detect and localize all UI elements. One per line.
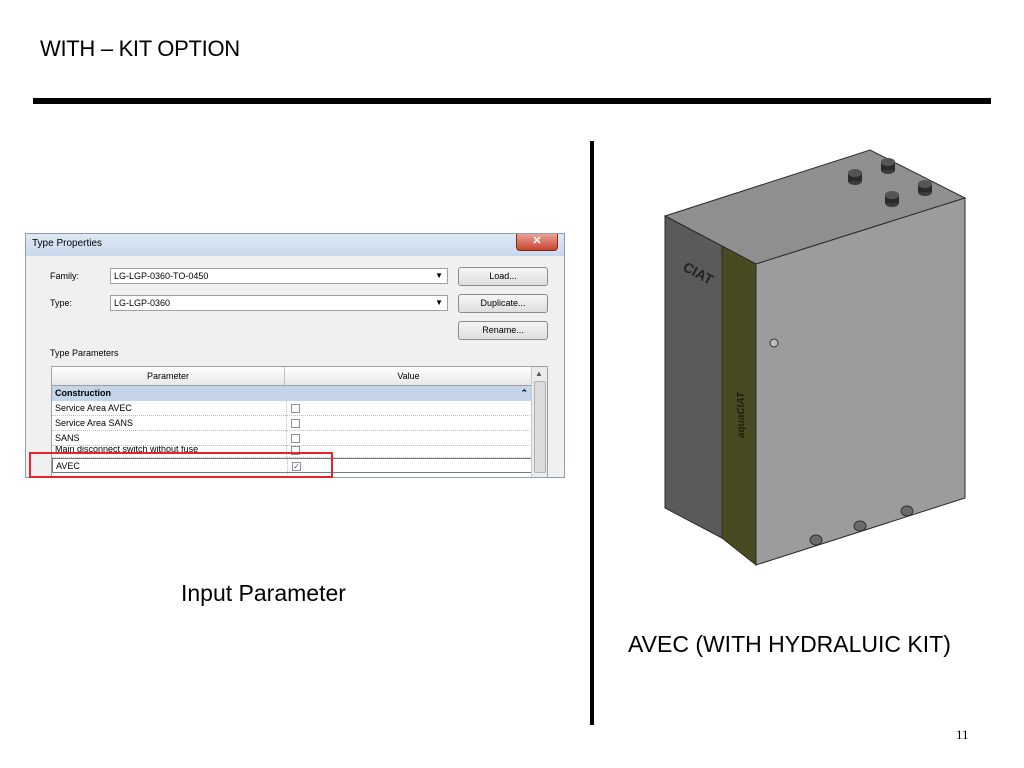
parameter-value: ✓ bbox=[287, 459, 534, 474]
column-header-value[interactable]: Value bbox=[397, 371, 420, 381]
family-value: LG-LGP-0360-TO-0450 bbox=[114, 271, 209, 281]
title-rule bbox=[33, 98, 991, 104]
checkbox[interactable] bbox=[291, 404, 300, 413]
avec-caption: AVEC (WITH HYDRALUIC KIT) bbox=[628, 631, 951, 657]
page-number: 11 bbox=[956, 727, 969, 742]
chevron-down-icon: ▼ bbox=[435, 271, 443, 280]
checkbox[interactable] bbox=[291, 419, 300, 428]
collapse-icon[interactable]: ⌃ bbox=[520, 388, 528, 398]
parameter-value bbox=[286, 446, 532, 457]
hydraulic-kit-cabinet-image: CIAT aquaCIAT bbox=[663, 149, 967, 567]
load-button[interactable]: Load... bbox=[458, 267, 548, 286]
input-parameter-caption: Input Parameter bbox=[181, 580, 346, 606]
table-row[interactable]: Service Area SANS bbox=[52, 416, 532, 431]
chevron-down-icon: ▼ bbox=[435, 298, 443, 307]
parameter-name: SANS bbox=[55, 433, 80, 443]
type-select[interactable]: LG-LGP-0360 ▼ bbox=[110, 295, 448, 311]
family-label: Family: bbox=[50, 271, 79, 281]
close-icon[interactable]: ✕ bbox=[516, 234, 558, 251]
checkbox[interactable] bbox=[291, 446, 300, 455]
grid-header: Parameter Value bbox=[52, 367, 532, 386]
parameter-value bbox=[286, 416, 533, 431]
scroll-up-icon[interactable]: ▲ bbox=[535, 369, 543, 378]
group-construction[interactable]: Construction ⌃ bbox=[52, 386, 532, 401]
parameter-value bbox=[286, 431, 533, 446]
table-row[interactable]: AVEC ✓ bbox=[52, 458, 534, 474]
top-connectors bbox=[848, 158, 932, 207]
grid-scrollbar[interactable]: ▲ bbox=[531, 367, 547, 477]
scroll-thumb[interactable] bbox=[534, 381, 546, 473]
parameter-name: AVEC bbox=[56, 461, 80, 471]
duplicate-button[interactable]: Duplicate... bbox=[458, 294, 548, 313]
type-value: LG-LGP-0360 bbox=[114, 298, 171, 308]
table-row[interactable]: SANS bbox=[52, 431, 532, 446]
column-header-parameter[interactable]: Parameter bbox=[52, 367, 285, 385]
checkbox[interactable] bbox=[291, 434, 300, 443]
door-knob bbox=[769, 338, 779, 348]
type-label: Type: bbox=[50, 298, 73, 308]
table-row[interactable]: Main disconnect switch without fuse bbox=[52, 446, 532, 458]
table-row[interactable]: Service Area AVEC bbox=[52, 401, 532, 416]
aquaciat-brand: aquaCIAT bbox=[736, 391, 747, 438]
type-parameters-label: Type Parameters bbox=[50, 348, 119, 358]
parameter-name: Service Area SANS bbox=[55, 418, 134, 428]
parameters-grid: Parameter Value Construction ⌃ Service A… bbox=[51, 366, 548, 477]
type-properties-dialog: Type Properties ✕ Family: LG-LGP-0360-TO… bbox=[25, 233, 565, 478]
rename-button[interactable]: Rename... bbox=[458, 321, 548, 340]
slide-title: WITH – KIT OPTION bbox=[40, 36, 240, 61]
parameter-value bbox=[286, 401, 533, 416]
bottom-connectors bbox=[809, 505, 914, 546]
dialog-title: Type Properties bbox=[32, 238, 103, 249]
parameter-name: Service Area AVEC bbox=[55, 403, 132, 413]
group-label: Construction bbox=[55, 388, 111, 398]
vertical-divider bbox=[590, 141, 594, 725]
cabinet-front-face bbox=[755, 197, 966, 566]
dialog-titlebar: Type Properties ✕ bbox=[26, 234, 564, 256]
parameter-name: Main disconnect switch without fuse bbox=[55, 446, 199, 454]
family-select[interactable]: LG-LGP-0360-TO-0450 ▼ bbox=[110, 268, 448, 284]
avec-highlight-box bbox=[29, 452, 333, 478]
checkbox[interactable]: ✓ bbox=[292, 462, 301, 471]
